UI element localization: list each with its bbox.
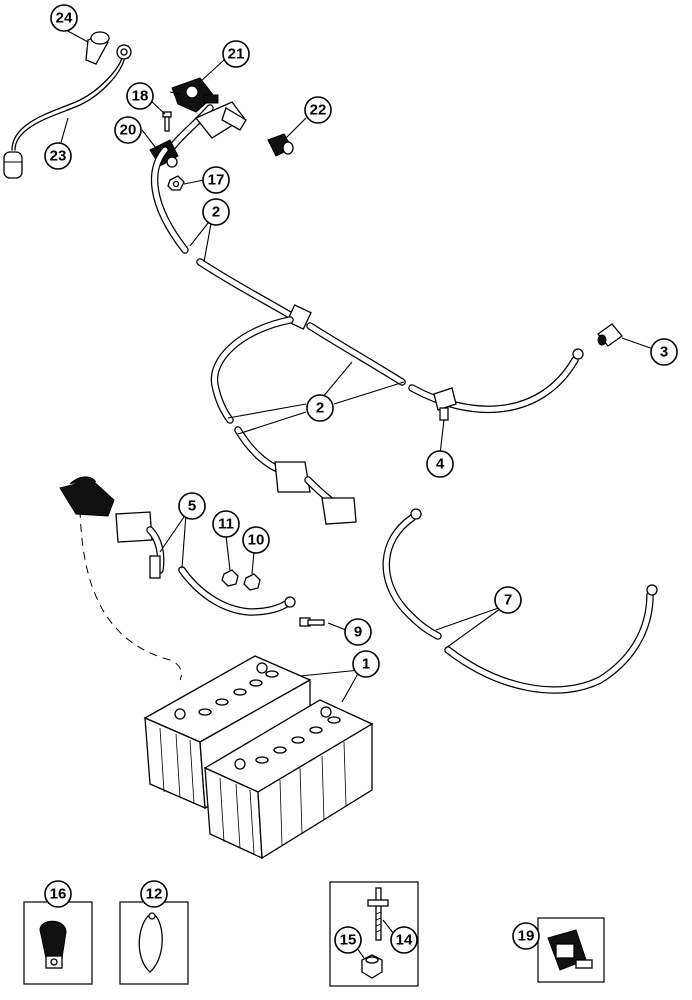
battery-part-1-front xyxy=(203,699,374,860)
callout-3: 3 xyxy=(650,338,678,366)
callout-17: 17 xyxy=(202,166,230,194)
svg-text:22: 22 xyxy=(310,102,327,119)
callout-22: 22 xyxy=(304,96,332,124)
terminal-boot-part-24 xyxy=(85,31,110,65)
svg-text:18: 18 xyxy=(132,88,149,105)
svg-text:11: 11 xyxy=(218,516,234,533)
callout-14: 14 xyxy=(390,926,418,954)
svg-text:9: 9 xyxy=(354,624,362,641)
svg-text:17: 17 xyxy=(208,172,225,189)
svg-text:2: 2 xyxy=(316,400,324,417)
detail-box-12 xyxy=(119,901,189,985)
cable-part-7 xyxy=(382,508,658,694)
svg-text:21: 21 xyxy=(228,46,245,63)
svg-text:2: 2 xyxy=(212,204,220,221)
callout-16: 16 xyxy=(44,880,72,908)
svg-text:24: 24 xyxy=(56,10,73,27)
callout-10: 10 xyxy=(242,526,270,554)
callout-9: 9 xyxy=(344,618,372,646)
svg-text:4: 4 xyxy=(436,456,445,473)
svg-text:20: 20 xyxy=(120,122,137,139)
svg-text:14: 14 xyxy=(396,932,413,949)
callout-7: 7 xyxy=(494,586,522,614)
ground-wire-part-23 xyxy=(3,44,132,179)
callout-1: 1 xyxy=(352,650,380,678)
callout-20: 20 xyxy=(114,116,142,144)
svg-text:12: 12 xyxy=(146,886,163,903)
bolt-part-18 xyxy=(162,111,172,132)
leader-lines xyxy=(59,29,657,959)
boot-part-3 xyxy=(597,323,623,347)
callout-5: 5 xyxy=(178,492,206,520)
detail-box-16 xyxy=(23,901,93,985)
callout-19: 19 xyxy=(512,922,540,950)
svg-text:1: 1 xyxy=(362,656,370,673)
nut-part-10 xyxy=(243,573,261,591)
callout-12: 12 xyxy=(140,880,168,908)
svg-text:7: 7 xyxy=(504,592,512,609)
bolt-part-9 xyxy=(299,617,325,627)
callout-11: 11 xyxy=(212,510,240,538)
detail-box-19 xyxy=(537,917,605,983)
svg-text:16: 16 xyxy=(50,886,67,903)
cable-part-5 xyxy=(59,476,296,616)
callout-2-upper: 2 xyxy=(202,198,230,226)
callout-2-lower: 2 xyxy=(306,394,334,422)
svg-text:10: 10 xyxy=(248,532,265,549)
svg-text:23: 23 xyxy=(50,148,67,165)
callout-15: 15 xyxy=(334,926,362,954)
svg-text:19: 19 xyxy=(518,928,535,945)
dashed-routing-line xyxy=(79,509,183,681)
switch-part-21 xyxy=(169,77,219,113)
callout-21: 21 xyxy=(222,40,250,68)
callout-18: 18 xyxy=(126,82,154,110)
callout-4: 4 xyxy=(426,450,454,478)
svg-text:3: 3 xyxy=(660,344,668,361)
callout-23: 23 xyxy=(44,142,72,170)
svg-text:15: 15 xyxy=(340,932,357,949)
main-harness-part-2 xyxy=(149,101,584,525)
nut-part-11 xyxy=(221,569,239,587)
callout-24: 24 xyxy=(50,4,78,32)
boot-part-22 xyxy=(267,133,294,157)
svg-text:5: 5 xyxy=(188,498,196,515)
